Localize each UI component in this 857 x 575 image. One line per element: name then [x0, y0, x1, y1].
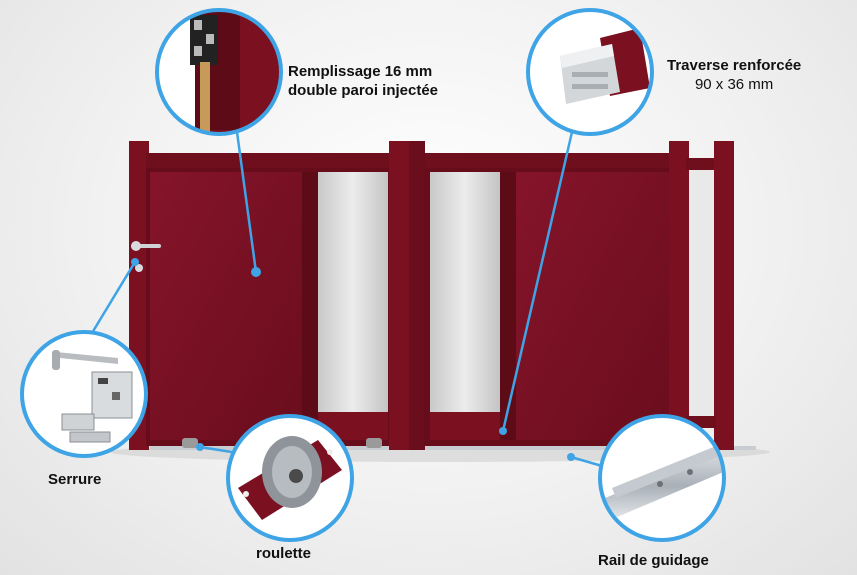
key-cylinder [135, 264, 143, 272]
label-traverse: Traverse renforcée 90 x 36 mm [667, 56, 801, 94]
callout-serrure-image [20, 330, 148, 458]
dot-roulette [196, 443, 204, 451]
label-remplissage-line1: Remplissage 16 mm [288, 63, 433, 80]
right-top-bar [686, 158, 716, 170]
dot-rail [567, 453, 575, 461]
handle-rose [131, 241, 141, 251]
label-traverse-line1: Traverse renforcée [667, 57, 802, 74]
right-metal-insert [430, 172, 500, 412]
label-serrure: Serrure [48, 471, 102, 488]
right-post [669, 141, 689, 450]
wheel-left [182, 438, 198, 448]
callout-roulette-image [226, 414, 354, 542]
right-leaf-panel [516, 172, 670, 440]
line-serrure [90, 261, 137, 334]
top-rail-right [424, 153, 674, 170]
label-remplissage-line2: double paroi injectée [288, 82, 439, 99]
center-post [389, 141, 409, 450]
left-metal-insert [318, 172, 388, 412]
label-roulette: roulette [256, 545, 312, 562]
label-rail: Rail de guidage [598, 552, 709, 569]
center-post-2 [409, 141, 425, 450]
right-end-post [714, 141, 734, 450]
label-remplissage: Remplissage 16 mm double paroi injectée [288, 62, 438, 100]
right-leaf-bottom [430, 412, 500, 440]
callout-traverse-image [526, 8, 654, 136]
top-rail [146, 153, 391, 170]
line-rail [570, 455, 603, 468]
left-leaf-panel [150, 172, 302, 440]
label-traverse-line2: 90 x 36 mm [694, 76, 774, 93]
callout-remplissage-image [155, 8, 283, 136]
guide-rail-line [150, 446, 756, 450]
right-opening [689, 170, 714, 416]
dot-traverse [499, 427, 507, 435]
left-leaf-divider [302, 172, 318, 440]
dot-remplissage [251, 267, 261, 277]
line-traverse [501, 131, 574, 432]
right-leaf-divider [500, 172, 516, 440]
dot-serrure [131, 258, 139, 266]
wheel-right [366, 438, 382, 448]
line-remplissage [235, 131, 258, 273]
callout-rail-image [598, 414, 726, 542]
